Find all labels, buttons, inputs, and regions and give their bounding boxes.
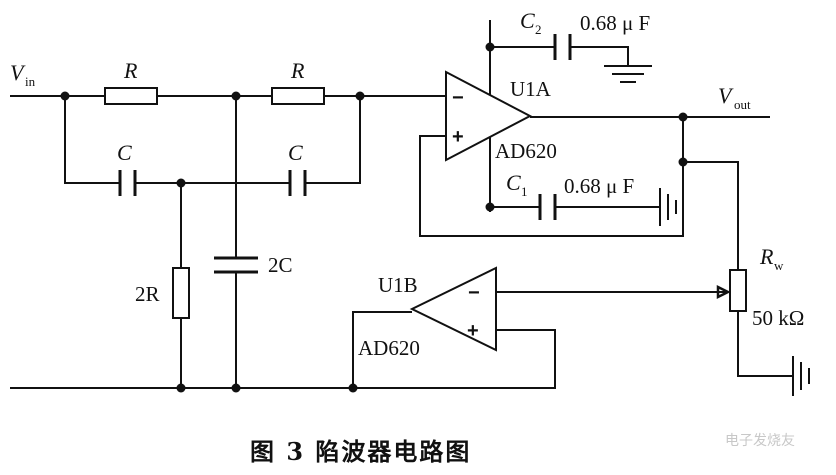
label-u1a-name: U1A (510, 77, 552, 101)
opamp-u1b (409, 266, 497, 352)
resistor-2r (172, 267, 190, 319)
label-u1b-part: AD620 (358, 336, 420, 360)
label-u1b-plus: + (467, 320, 479, 342)
wire-u1b-output (352, 311, 412, 388)
label-vout: V (718, 83, 734, 108)
label-c-left: C (117, 140, 132, 165)
capacitor-c-left (118, 170, 137, 196)
label-c1-sub: 1 (521, 184, 528, 199)
resistor-r2 (271, 87, 325, 105)
wire-u1a-feedback (419, 117, 684, 237)
label-rw-sub: w (774, 258, 784, 273)
wires (10, 20, 793, 389)
label-rw-value: 50 kΩ (752, 306, 804, 330)
label-u1a-plus: + (452, 126, 464, 148)
figure-caption: 图 3 陷波器电路图 (250, 437, 471, 466)
label-rw-name: R (759, 244, 774, 269)
wire-rw-ground (737, 311, 793, 377)
wire-right-branch (305, 96, 361, 184)
potentiometer-rw (729, 269, 747, 312)
label-vin-sub: in (25, 74, 36, 89)
potentiometer-wiper-arrow (716, 284, 731, 300)
opamp-u1a (445, 70, 533, 162)
label-u1b-name: U1B (378, 273, 418, 297)
capacitor-c-right (288, 170, 307, 196)
watermark-text: 电子发烧友 (725, 433, 795, 449)
label-vout-sub: out (734, 97, 751, 112)
ground-icon-rw (792, 356, 810, 396)
wire-to-rw (683, 161, 739, 270)
label-c2-sub: 2 (535, 22, 542, 37)
label-vin: V (10, 60, 26, 85)
label-2r: 2R (135, 282, 160, 306)
junction-dots (60, 42, 688, 393)
capacitor-2c (214, 256, 258, 274)
label-r1: R (123, 58, 138, 83)
ground-icon-c2 (604, 65, 652, 83)
label-c2-value: 0.68 μ F (580, 11, 650, 35)
resistor-r1 (104, 87, 158, 105)
wire-left-branch (64, 96, 120, 184)
capacitor-c2 (553, 34, 572, 60)
wire-ground-rail (10, 329, 556, 389)
label-c1-name: C (506, 170, 521, 195)
capacitor-c1 (538, 194, 557, 220)
ground-icon-c1 (659, 188, 677, 226)
label-c-right: C (288, 140, 303, 165)
label-c2-name: C (520, 8, 535, 33)
label-c1-value: 0.68 μ F (564, 174, 634, 198)
wire-c2-right (570, 46, 629, 66)
label-r2: R (290, 58, 305, 83)
label-u1b-minus: − (468, 282, 480, 304)
label-2c: 2C (268, 253, 293, 277)
label-u1a-part: AD620 (495, 139, 557, 163)
label-u1a-minus: − (452, 87, 464, 109)
